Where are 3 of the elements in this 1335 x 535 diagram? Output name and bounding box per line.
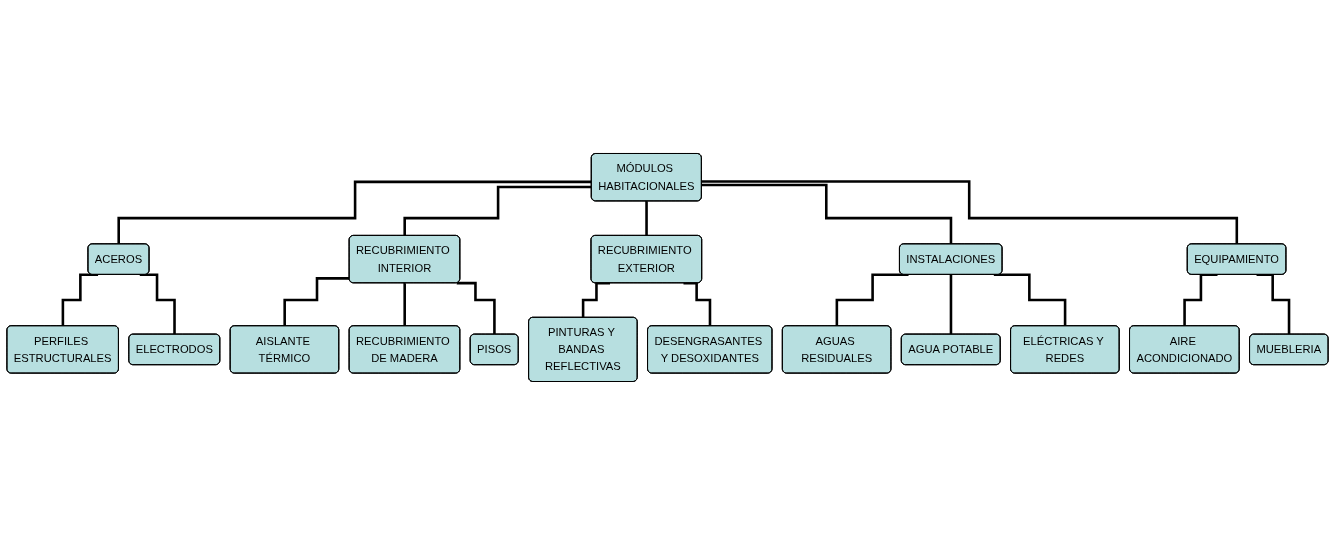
connector bbox=[456, 281, 496, 336]
connector bbox=[949, 273, 953, 336]
connector bbox=[581, 281, 611, 319]
